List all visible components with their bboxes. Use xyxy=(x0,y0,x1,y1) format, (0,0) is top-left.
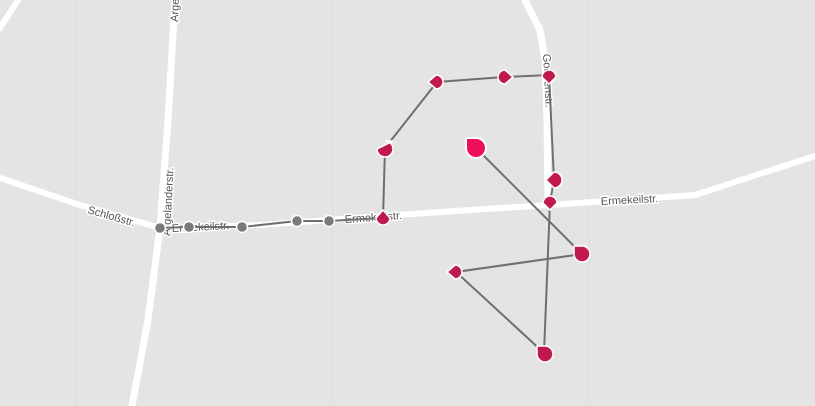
waypoint-dot[interactable] xyxy=(153,221,167,235)
map-pin-marker[interactable] xyxy=(445,264,463,280)
map-pin-marker[interactable] xyxy=(376,140,394,158)
map-pin-marker[interactable] xyxy=(542,195,558,212)
street-label-argelander-mid: Argelanderstr. xyxy=(161,167,177,236)
road-schlossstr xyxy=(0,175,163,231)
street-label-argelander-top: Argelanderstr. xyxy=(169,0,183,22)
selected-pin xyxy=(465,137,487,159)
waypoint-dot[interactable] xyxy=(322,214,336,228)
map-tile-grid xyxy=(75,0,590,406)
map-pin-marker[interactable] xyxy=(544,171,563,189)
road-goebenstr xyxy=(521,0,552,209)
map-pin-marker[interactable] xyxy=(497,69,515,85)
map-pin-marker[interactable] xyxy=(573,245,591,263)
waypoint-dot[interactable] xyxy=(182,220,196,234)
map-pin-marker[interactable] xyxy=(536,345,554,363)
road-ermekeilstr xyxy=(157,153,815,231)
street-label-ermekeil-right: Ermekeilstr. xyxy=(601,193,659,208)
map-pin-marker[interactable] xyxy=(541,69,557,86)
map-pin-marker[interactable] xyxy=(426,74,444,90)
gray-waypoints xyxy=(153,214,336,235)
dark-pins xyxy=(375,69,591,363)
waypoint-dot[interactable] xyxy=(290,214,304,228)
street-label-schlossstr: Schloßstr. xyxy=(86,204,136,229)
map-pin-marker[interactable] xyxy=(375,208,391,226)
map-pin-selected[interactable] xyxy=(465,137,487,159)
road-top-left xyxy=(0,0,21,31)
waypoint-dot[interactable] xyxy=(235,220,249,234)
